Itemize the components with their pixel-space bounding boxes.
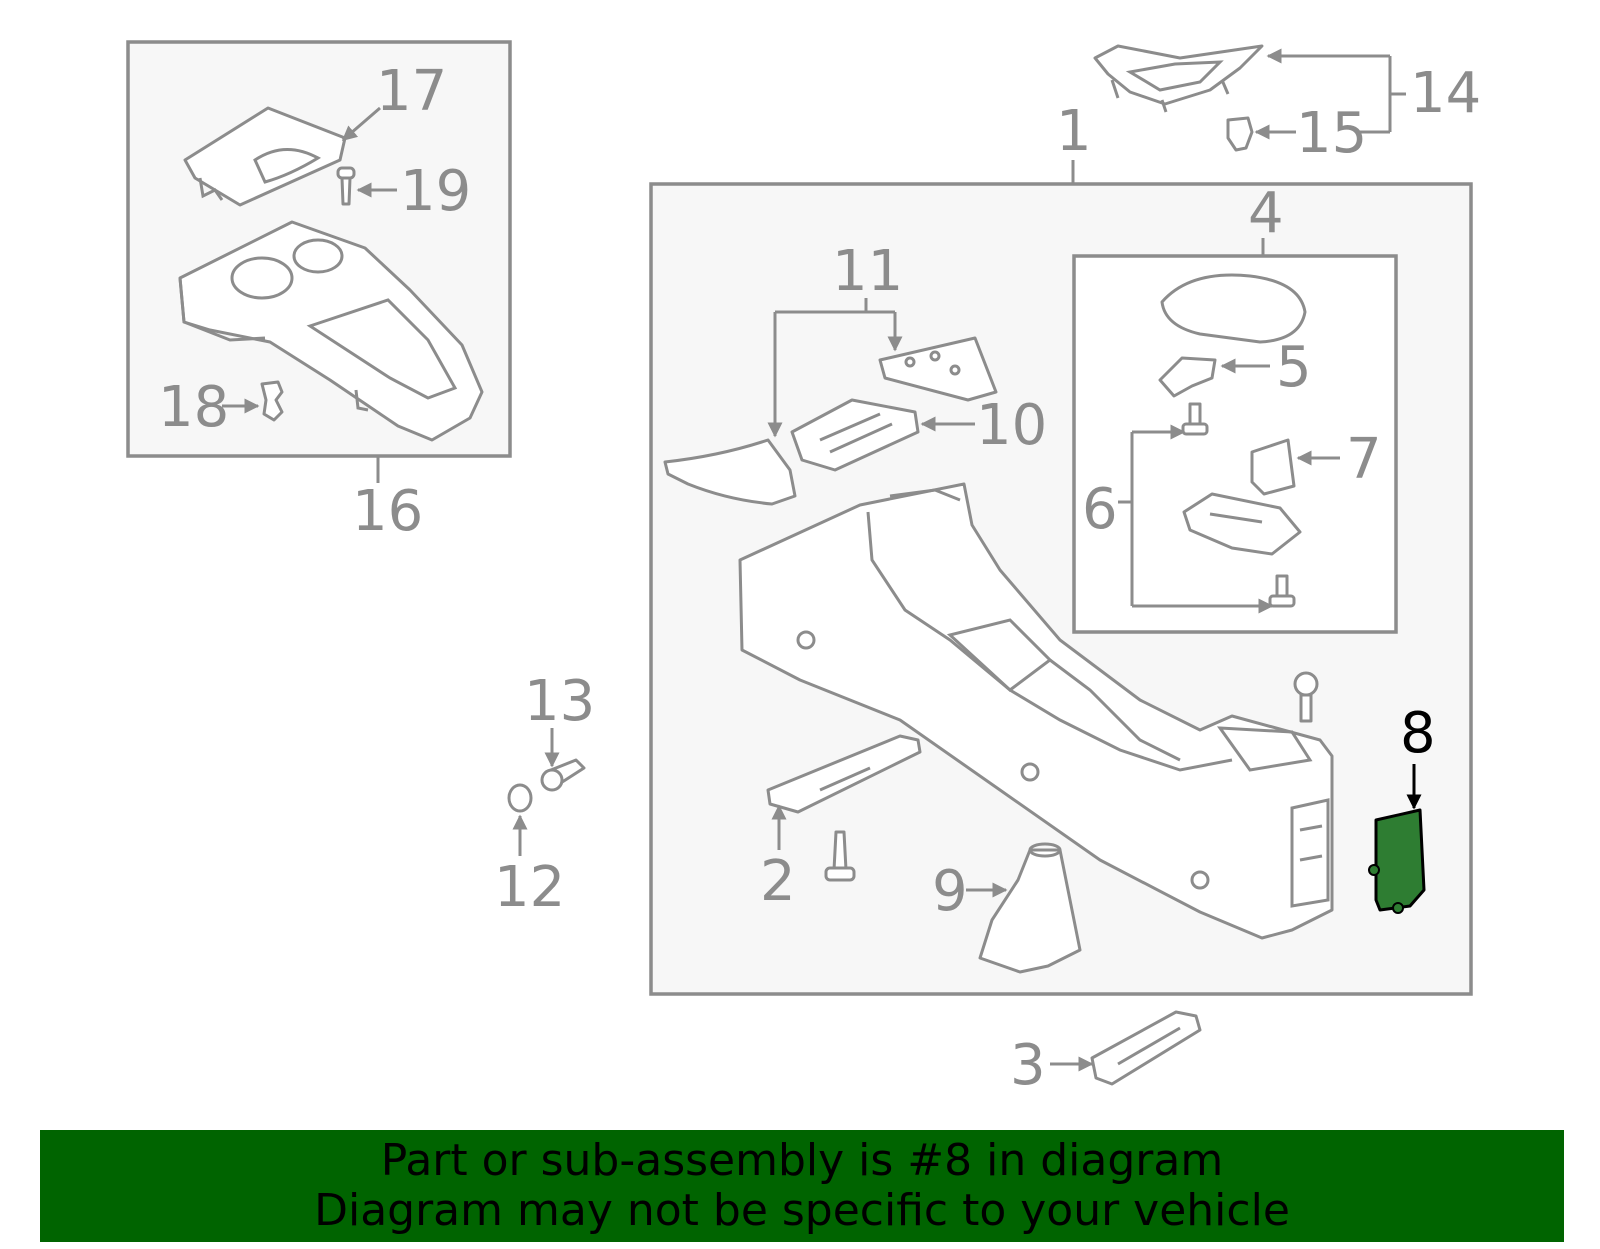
part-5-latch[interactable]: [1158, 356, 1217, 398]
label-16: 16: [352, 479, 423, 544]
label-14: 14: [1410, 61, 1481, 126]
part-6-screw-top[interactable]: [1181, 402, 1209, 436]
part-2-screw[interactable]: [824, 830, 856, 882]
part-4-hinge[interactable]: [1182, 492, 1302, 556]
label-7: 7: [1346, 427, 1382, 492]
label-1: 1: [1056, 99, 1092, 164]
label-12: 12: [494, 855, 565, 920]
part-9-shift-boot[interactable]: [978, 842, 1082, 974]
label-6: 6: [1082, 477, 1118, 542]
part-13-bolt[interactable]: [540, 758, 586, 792]
part-12-oring[interactable]: [507, 783, 533, 813]
console-screw[interactable]: [1293, 671, 1319, 723]
part-4-armrest-lid[interactable]: [1160, 273, 1307, 344]
label-15: 15: [1296, 101, 1367, 166]
part-11-trim-a[interactable]: [878, 336, 998, 402]
part-15-clip[interactable]: [1226, 116, 1254, 152]
label-9: 9: [932, 859, 968, 924]
part-8-highlighted[interactable]: [1368, 808, 1426, 914]
label-8: 8: [1400, 701, 1436, 766]
label-19: 19: [400, 159, 471, 224]
info-banner: Part or sub-assembly is #8 in diagram Di…: [40, 1130, 1564, 1242]
part-10-panel[interactable]: [790, 398, 920, 472]
part-14-trim[interactable]: [1093, 44, 1264, 113]
part-1-console-body[interactable]: [738, 482, 1334, 940]
label-4: 4: [1248, 181, 1284, 246]
label-11: 11: [832, 239, 903, 304]
banner-line-1: Part or sub-assembly is #8 in diagram: [380, 1135, 1224, 1186]
label-10: 10: [976, 393, 1047, 458]
part-17-lid[interactable]: [183, 106, 347, 207]
label-3: 3: [1010, 1033, 1046, 1098]
part-18-clip[interactable]: [260, 380, 284, 422]
part-11-boot-trim[interactable]: [663, 438, 797, 506]
part-7-bracket[interactable]: [1250, 438, 1296, 496]
label-13: 13: [524, 669, 595, 734]
label-17: 17: [376, 59, 447, 124]
label-18: 18: [158, 375, 229, 440]
part-3-bracket[interactable]: [1090, 1010, 1202, 1086]
label-2: 2: [760, 849, 796, 914]
part-19-clip[interactable]: [336, 166, 356, 206]
part-2-bracket[interactable]: [766, 734, 922, 814]
banner-line-2: Diagram may not be specific to your vehi…: [314, 1185, 1290, 1236]
label-5: 5: [1276, 335, 1312, 400]
part-16-console[interactable]: [178, 220, 484, 442]
